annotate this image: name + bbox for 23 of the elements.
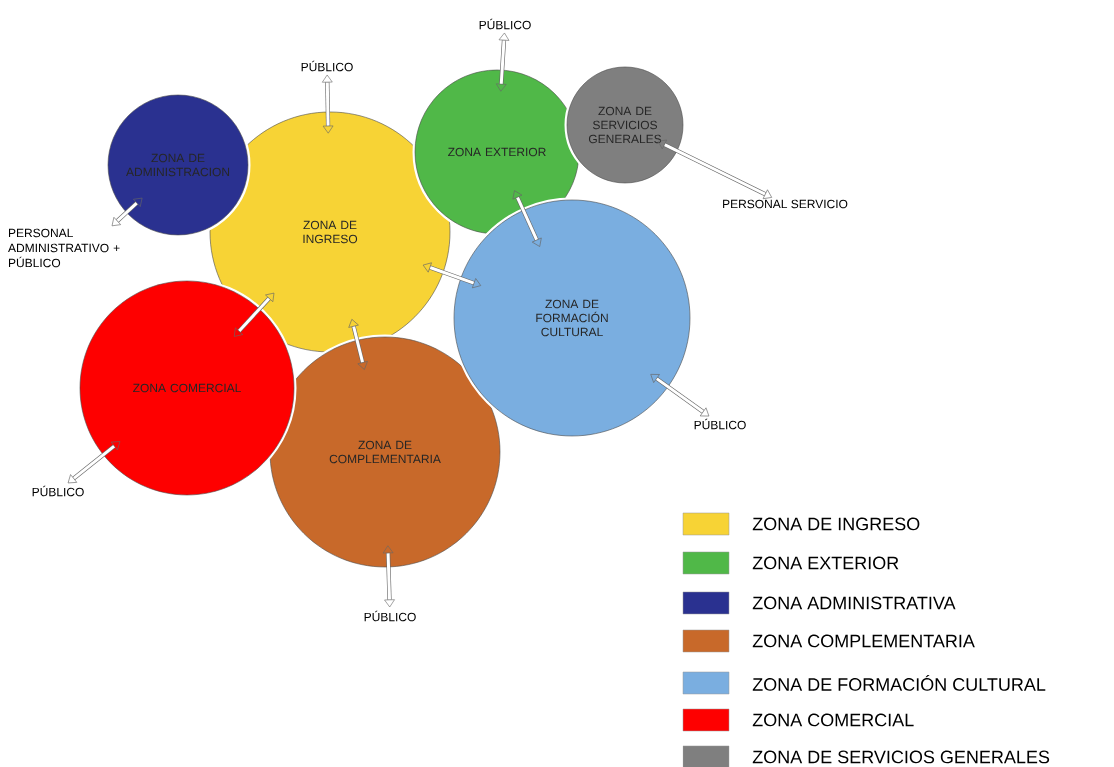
- double-arrow: [233, 292, 275, 337]
- legend-label: ZONA COMPLEMENTARIA: [752, 634, 975, 648]
- legend-label: ZONA EXTERIOR: [752, 556, 899, 570]
- access-label: PÚBLICO: [694, 418, 746, 430]
- legend-label: ZONA COMERCIAL: [752, 713, 914, 727]
- double-arrow: [67, 441, 121, 484]
- legend-label: ZONA DE FORMACIÓN CULTURAL: [752, 675, 1046, 691]
- double-arrow: [495, 32, 510, 92]
- legend-label: ZONA ADMINISTRATIVA: [752, 596, 956, 610]
- double-arrow: [422, 262, 482, 289]
- access-label: PÚBLICO: [364, 610, 416, 622]
- double-arrow: [382, 545, 395, 608]
- double-arrow: [650, 374, 710, 417]
- access-label: PÚBLICO: [479, 18, 531, 30]
- double-arrow: [322, 74, 334, 134]
- legend-label: ZONA DE INGRESO: [752, 517, 920, 531]
- double-arrow: [111, 197, 143, 227]
- legend-label: ZONA DE SERVICIOS GENERALES: [752, 750, 1050, 764]
- double-arrow: [657, 139, 772, 199]
- double-arrow: [348, 319, 368, 370]
- access-label: PERSONAL SERVICIO: [723, 199, 848, 209]
- access-label: PÚBLICO: [301, 60, 353, 72]
- double-arrow: [512, 190, 542, 247]
